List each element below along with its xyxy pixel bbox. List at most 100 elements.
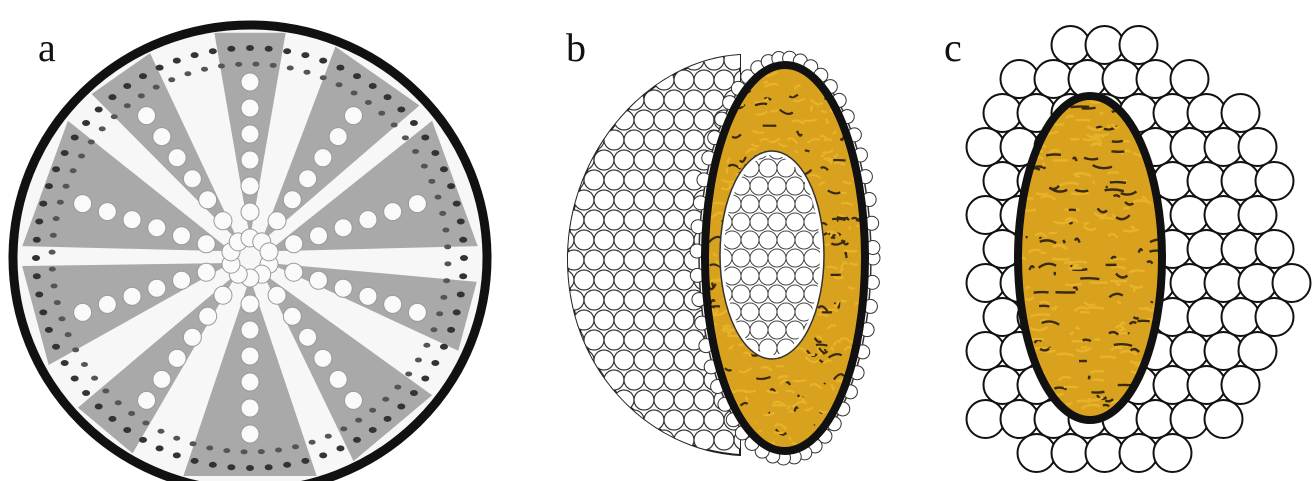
rim-dot	[184, 71, 191, 76]
lipid-sphere	[984, 94, 1022, 132]
rim-dot	[111, 114, 118, 119]
lipid-tail	[1112, 141, 1123, 142]
lipid-sphere	[624, 370, 644, 390]
head-group-circle	[285, 235, 303, 253]
lipid-tail	[1080, 278, 1099, 279]
head-group-circle	[199, 307, 217, 325]
rim-dot	[123, 83, 131, 89]
lipid-sphere	[634, 390, 654, 410]
rim-dot	[45, 183, 53, 189]
rim-dot	[460, 255, 468, 261]
rim-dot	[108, 94, 116, 100]
lipid-sphere	[574, 430, 594, 450]
vesicle-diagram	[540, 0, 920, 481]
rim-dot	[156, 445, 164, 451]
lipid-sphere	[604, 250, 624, 270]
rim-dot	[209, 48, 217, 54]
lipid-sphere	[614, 190, 634, 210]
head-group-circle	[329, 128, 347, 146]
head-group-circle	[334, 279, 352, 297]
lipid-sphere	[664, 410, 684, 430]
rim-dot	[459, 273, 467, 279]
inner-lipid-sphere	[750, 213, 768, 231]
panel-label-c: c	[944, 28, 962, 68]
lipid-sphere	[584, 90, 604, 110]
lipid-tail	[1099, 218, 1114, 219]
lipid-sphere	[1239, 196, 1277, 234]
rim-dot	[265, 46, 273, 52]
rim-dot	[365, 100, 372, 105]
head-group-circle	[283, 307, 301, 325]
panel-b: b	[540, 0, 920, 481]
rim-dot	[35, 219, 43, 225]
lipid-sphere	[574, 190, 594, 210]
rim-dot	[442, 228, 449, 233]
lipid-sphere	[1001, 60, 1039, 98]
rim-dot	[173, 452, 181, 458]
lipid-sphere	[1239, 332, 1277, 370]
lipid-sphere	[574, 150, 594, 170]
lipid-tail	[1124, 141, 1130, 142]
inner-lipid-sphere	[723, 231, 741, 249]
lipid-sphere	[1154, 94, 1192, 132]
rim-dot	[336, 82, 343, 87]
panel-label-a: a	[38, 28, 56, 68]
rim-dot	[246, 465, 254, 471]
lipid-sphere	[654, 350, 674, 370]
lipid-sphere	[654, 190, 674, 210]
rim-dot	[457, 219, 465, 225]
rim-dot	[459, 237, 467, 243]
lipid-tail	[744, 391, 756, 392]
lipid-sphere	[654, 270, 674, 290]
rim-dot	[128, 411, 135, 416]
lipid-sphere	[664, 370, 684, 390]
rim-dot	[39, 201, 47, 207]
head-group-circle	[384, 203, 402, 221]
rim-dot	[423, 343, 430, 348]
inner-lipid-sphere	[777, 303, 795, 321]
lipid-sphere	[1154, 366, 1192, 404]
lipid-sphere	[574, 110, 594, 130]
lipid-sphere	[554, 190, 574, 210]
head-group-circle	[98, 203, 116, 221]
lipid-sphere	[584, 170, 604, 190]
lipid-tail	[805, 151, 809, 152]
lipid-sphere	[634, 230, 654, 250]
rim-dot	[71, 135, 79, 141]
lipid-tail	[824, 139, 833, 140]
rim-dot	[235, 62, 242, 67]
lipid-sphere	[1052, 26, 1090, 64]
lipid-sphere	[614, 430, 634, 450]
lipid-sphere	[674, 430, 694, 450]
head-group-circle	[98, 295, 116, 313]
rim-dot	[49, 267, 56, 272]
rim-dot	[252, 62, 259, 67]
rim-dot	[70, 168, 77, 173]
lipid-sphere	[1188, 230, 1226, 268]
lipid-sphere	[664, 90, 684, 110]
lipid-sphere	[684, 370, 704, 390]
lipid-sphere	[674, 110, 694, 130]
lipid-tail	[790, 438, 791, 441]
head-group-circle	[384, 295, 402, 313]
rim-dot	[88, 140, 95, 145]
rim-dot	[421, 164, 428, 169]
head-group-circle	[334, 219, 352, 237]
rim-dot	[378, 111, 385, 116]
rim-dot	[45, 327, 53, 333]
rim-dot	[402, 135, 409, 140]
lipid-sphere	[674, 350, 694, 370]
lipid-sphere	[664, 250, 684, 270]
lipid-tail	[1046, 154, 1061, 155]
lipid-sphere	[624, 410, 644, 430]
lipid-sphere	[704, 90, 724, 110]
lipid-sphere	[1239, 264, 1277, 302]
rim-dot	[191, 458, 199, 464]
lipid-sphere	[714, 430, 734, 450]
inner-lipid-sphere	[750, 321, 768, 339]
rim-dot	[81, 362, 88, 367]
rim-dot	[457, 291, 465, 297]
head-group-circle	[241, 73, 259, 91]
head-group-circle	[153, 370, 171, 388]
inner-lipid-sphere	[759, 267, 777, 285]
